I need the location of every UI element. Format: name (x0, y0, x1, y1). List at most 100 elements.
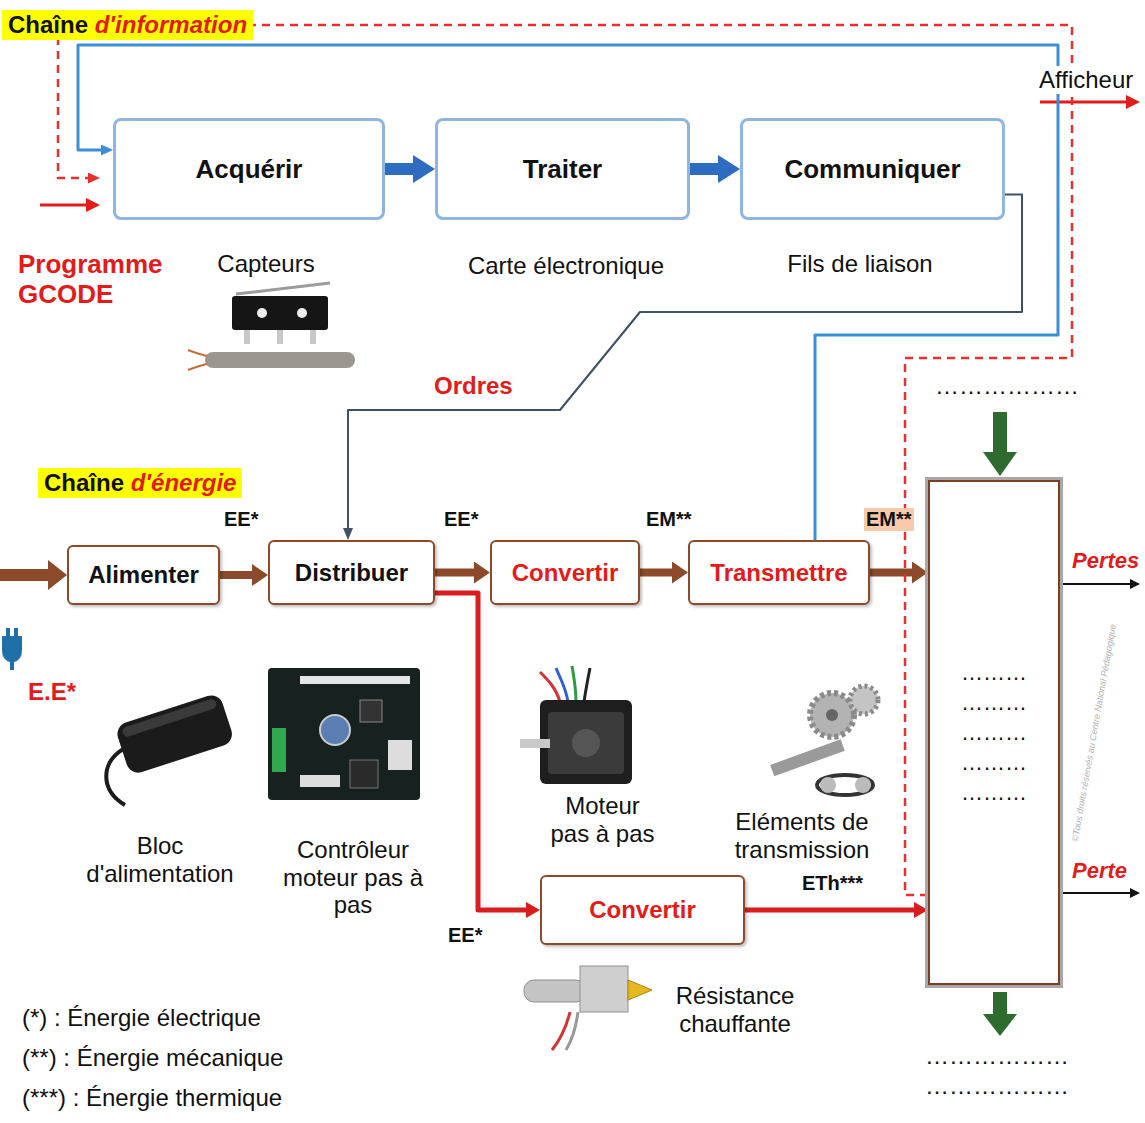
program-input-arrow (40, 198, 100, 212)
sensor-picture (277, 330, 283, 344)
heading-part: d'énergie (124, 469, 236, 496)
heater-picture (580, 966, 628, 1012)
placeholder-dots: ……………… (925, 1072, 1069, 1100)
label-holder: ……………… (935, 372, 1079, 400)
heading-part: d'information (88, 11, 247, 38)
function-name: Distribuer (295, 559, 408, 587)
function-name: Alimenter (88, 561, 199, 589)
stepper-motor-picture (540, 672, 560, 702)
footnote: (*) : Énergie électrique (22, 1004, 261, 1032)
label-holder: ©Tous droits réservés au Centre National… (1070, 623, 1118, 842)
label-holder: Résistance chauffante (650, 982, 820, 1037)
placeholder-dots: ……………… (925, 1042, 1069, 1070)
placeholder-dots: ……… ……… ……… ……… ……… (961, 658, 1027, 808)
function-name: Acquérir (196, 154, 303, 185)
edge-label-holder: EM** (644, 508, 694, 531)
heading-part: Chaîne (44, 469, 124, 496)
heater-picture (566, 1012, 578, 1050)
edge-label-holder: EM** (864, 508, 914, 531)
function-box: Acquérir (113, 118, 385, 220)
edge-label-holder: Ordres (432, 372, 515, 400)
label-holder: Perte (1072, 858, 1127, 883)
transmission-parts-picture (770, 739, 845, 776)
label-holder: Carte électronique (436, 252, 696, 280)
connector-arrow (870, 569, 915, 577)
label-holder: (**) : Énergie mécanique (22, 1044, 283, 1072)
band-outline (102, 95, 1039, 244)
sensor-picture (310, 330, 316, 344)
loss-arrow (1062, 892, 1132, 894)
sensor-picture (236, 283, 330, 294)
plug-icon (2, 628, 22, 670)
energy-input-arrow (0, 569, 50, 581)
sensor-picture (205, 352, 355, 368)
power-supply-picture (106, 748, 125, 805)
sensor-picture (244, 330, 250, 344)
loss-arrow (1130, 579, 1140, 589)
connector-arrow (435, 593, 529, 910)
stepper-motor-picture (520, 666, 632, 784)
stepper-motor-picture (540, 700, 632, 784)
energy-label: EE* (446, 924, 484, 947)
label-holder: (*) : Énergie électrique (22, 1004, 261, 1032)
edge-label-holder: EE* (446, 924, 484, 947)
plug-icon (2, 628, 22, 670)
energy-label: EE* (222, 508, 260, 531)
sensor-picture (188, 364, 207, 370)
function-box: Convertir (490, 540, 640, 605)
power-supply-picture (106, 692, 235, 805)
part-name: Capteurs (196, 250, 336, 278)
transmission-parts-picture (826, 709, 838, 721)
controller-board-picture (350, 760, 378, 788)
part-name: Carte électronique (436, 252, 696, 280)
heater-picture (524, 966, 652, 1050)
footnote: (***) : Énergie thermique (22, 1084, 282, 1112)
placeholder-dots: ……………… (935, 372, 1079, 400)
energy-chain-band: AlimenterDistribuerConvertirTransmettreC… (48, 475, 1065, 665)
band-outline (49, 476, 1064, 664)
chain-heading: Chaîne d'énergie (38, 468, 242, 498)
input-name: E.E* (28, 678, 76, 706)
transmission-parts-picture (817, 775, 873, 795)
function-box: Distribuer (268, 540, 435, 605)
transmission-parts-picture (820, 777, 836, 793)
stepper-motor-picture (584, 668, 590, 702)
function-name: Convertir (512, 559, 619, 587)
watermark: ©Tous droits réservés au Centre National… (1070, 623, 1118, 842)
transmission-parts-picture (850, 686, 878, 714)
display-output-arrow (1040, 101, 1127, 104)
energy-input-arrow (0, 560, 67, 590)
connector-arrow (348, 195, 1022, 531)
edge-label-holder: EE* (222, 508, 260, 531)
controller-board-picture (268, 668, 420, 800)
heater-picture (552, 1012, 570, 1050)
controller-board-picture (300, 676, 410, 684)
display-output-arrow (1040, 95, 1140, 109)
function-name: Convertir (589, 896, 696, 924)
function-box: Convertir (540, 875, 745, 945)
heater-picture (524, 980, 586, 1002)
part-name: Résistance chauffante (650, 982, 820, 1037)
label-holder: Moteur pas à pas (545, 792, 660, 847)
part-name: Fils de liaison (760, 250, 960, 278)
label-holder: Afficheur (1036, 66, 1136, 94)
footnote: (**) : Énergie mécanique (22, 1044, 283, 1072)
transmission-parts-picture (770, 686, 878, 795)
display-output-arrow (1126, 95, 1140, 109)
label-holder: E.E* (28, 678, 76, 706)
connector-arrow (435, 569, 477, 577)
label-holder: Pertes (1072, 548, 1139, 573)
sensor-picture (232, 296, 328, 330)
sensor-picture (188, 283, 355, 370)
input-output-arrow (993, 412, 1007, 454)
stepper-motor-picture (572, 729, 600, 757)
loss-label: Perte (1072, 858, 1127, 883)
function-name: Transmettre (710, 559, 847, 587)
input-output-arrow (983, 1014, 1017, 1036)
energy-label: ETh*** (800, 872, 865, 895)
energy-label: Ordres (432, 372, 515, 400)
part-name: Moteur pas à pas (545, 792, 660, 847)
connector-arrow (385, 163, 417, 175)
transmission-parts-picture (855, 777, 871, 793)
